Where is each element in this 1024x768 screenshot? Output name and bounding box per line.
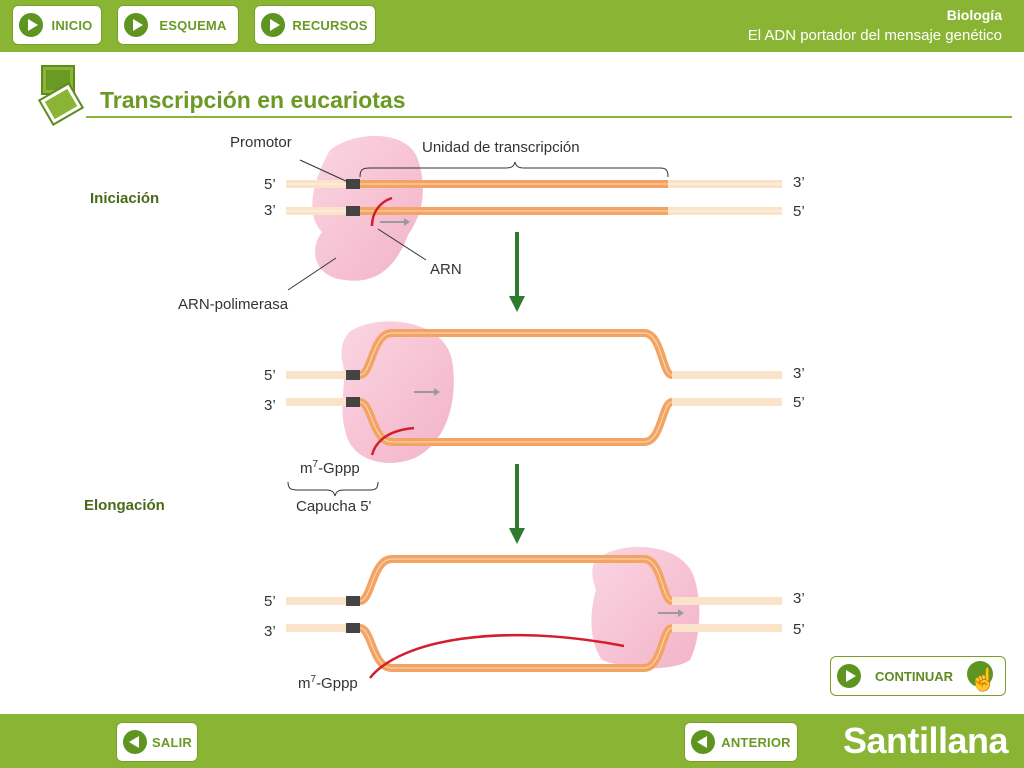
brand-logo: Santillana (842, 720, 1009, 761)
three-prime-label: 3’ (793, 365, 805, 382)
dna-strand (286, 371, 346, 379)
open-bubble-top (359, 558, 673, 602)
recursos-label: RECURSOS (292, 17, 368, 33)
three-prime-label: 3’ (264, 397, 276, 414)
rna-strand (370, 196, 393, 227)
cap-label: m7-Gppp (300, 459, 360, 477)
rna-polymerase-label: ARN-polimerasa (178, 296, 289, 313)
pointer-hand-icon: ☝ (969, 667, 997, 692)
step-arrow (515, 232, 519, 298)
transcription-unit-label: Unidad de transcripción (422, 139, 580, 156)
three-prime-label: 3’ (264, 623, 276, 640)
slides-icon (37, 65, 85, 126)
esquema-button[interactable]: ESQUEMA (117, 5, 239, 45)
continue-button[interactable]: CONTINUAR ☝ (830, 656, 1006, 696)
three-prime-label: 3’ (264, 202, 276, 219)
dna-strand (286, 398, 346, 406)
five-prime-label: 5’ (793, 621, 805, 638)
promoter-mark (346, 370, 360, 380)
rna-label: ARN (430, 261, 462, 278)
five-prime-label: 5’ (793, 203, 805, 220)
chevron-left-icon (691, 730, 715, 754)
esquema-label: ESQUEMA (159, 17, 227, 33)
recursos-button[interactable]: RECURSOS (254, 5, 376, 45)
play-icon (261, 13, 285, 37)
salir-label: SALIR (152, 734, 192, 750)
five-prime-label: 5’ (264, 176, 276, 193)
rna-strand (369, 633, 625, 679)
five-prime-label: 5’ (793, 394, 805, 411)
open-bubble-bottom (359, 401, 782, 443)
three-prime-label: 3’ (793, 590, 805, 607)
continue-dot (967, 661, 993, 687)
initiation-label: Iniciación (90, 190, 160, 207)
promoter-mark (346, 179, 360, 189)
promoter-mark (346, 397, 360, 407)
inicio-label: INICIO (51, 17, 93, 33)
open-bubble-top (359, 332, 782, 376)
subject-header: Biología El ADN portador del mensaje gen… (748, 7, 1002, 44)
cap-brace (287, 481, 379, 497)
transcription-unit-brace (359, 161, 669, 178)
pointer-line (299, 159, 349, 183)
unit-name: El ADN portador del mensaje genético (747, 27, 1002, 44)
promoter-mark (346, 623, 360, 633)
three-prime-label: 3’ (793, 174, 805, 191)
page-title: Transcripción en eucariotas (100, 87, 406, 113)
salir-button[interactable]: SALIR (116, 722, 198, 762)
dna-strand (286, 597, 346, 605)
inicio-button[interactable]: INICIO (12, 5, 102, 45)
title-divider (86, 116, 1012, 118)
play-icon (124, 13, 148, 37)
continue-label: CONTINUAR (875, 668, 953, 684)
anterior-button[interactable]: ANTERIOR (684, 722, 798, 762)
promoter-mark (346, 206, 360, 216)
cap-label: m7-Gppp (298, 674, 358, 692)
pointer-line (377, 228, 427, 261)
rna-polymerase-blob (591, 546, 700, 669)
promoter-mark (346, 596, 360, 606)
subject-name: Biología (946, 7, 1002, 23)
play-icon (837, 664, 861, 688)
chevron-left-icon (123, 730, 147, 754)
dna-strand (286, 624, 346, 632)
open-bubble-bottom (359, 627, 673, 669)
promoter-label: Promotor (230, 134, 292, 151)
rna-strand (370, 426, 415, 456)
five-prime-label: 5’ (264, 593, 276, 610)
cap5-label: Capucha 5' (296, 498, 372, 515)
play-icon (19, 13, 43, 37)
five-prime-label: 5’ (264, 367, 276, 384)
step-arrow (515, 464, 519, 530)
elongation-label: Elongación (84, 497, 165, 514)
anterior-label: ANTERIOR (721, 734, 791, 750)
pointer-line (287, 257, 337, 291)
